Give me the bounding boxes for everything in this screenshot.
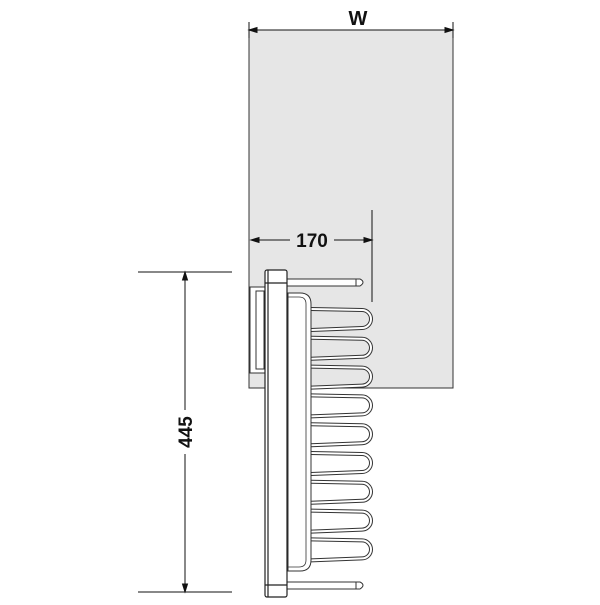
height-label: 445	[176, 416, 197, 448]
hook-highlight	[310, 538, 372, 562]
hook-highlight	[310, 308, 372, 331]
hook	[310, 393, 373, 419]
front-profile	[264, 269, 288, 598]
hook-highlight	[310, 452, 372, 475]
depth-label: 170	[296, 231, 328, 252]
mounting-bracket	[249, 286, 267, 374]
inner-rail-edge	[288, 296, 307, 568]
width-label: W	[349, 8, 368, 30]
hook	[310, 451, 373, 476]
height-label-bg	[174, 410, 196, 454]
hook	[310, 537, 373, 563]
hook-highlight	[310, 336, 372, 360]
hook-highlight	[310, 423, 372, 447]
hooks-group	[310, 307, 373, 563]
hook	[310, 479, 373, 505]
width-dimension	[247, 22, 455, 38]
guide-rods	[285, 278, 364, 590]
hook-highlight	[310, 394, 372, 418]
hook-highlight	[310, 480, 372, 504]
hook-highlight	[310, 365, 372, 389]
inner-rail	[287, 292, 312, 572]
depth-label-bg	[290, 228, 334, 250]
hook-highlight	[310, 509, 372, 533]
hook	[310, 422, 373, 448]
hook	[310, 508, 373, 534]
